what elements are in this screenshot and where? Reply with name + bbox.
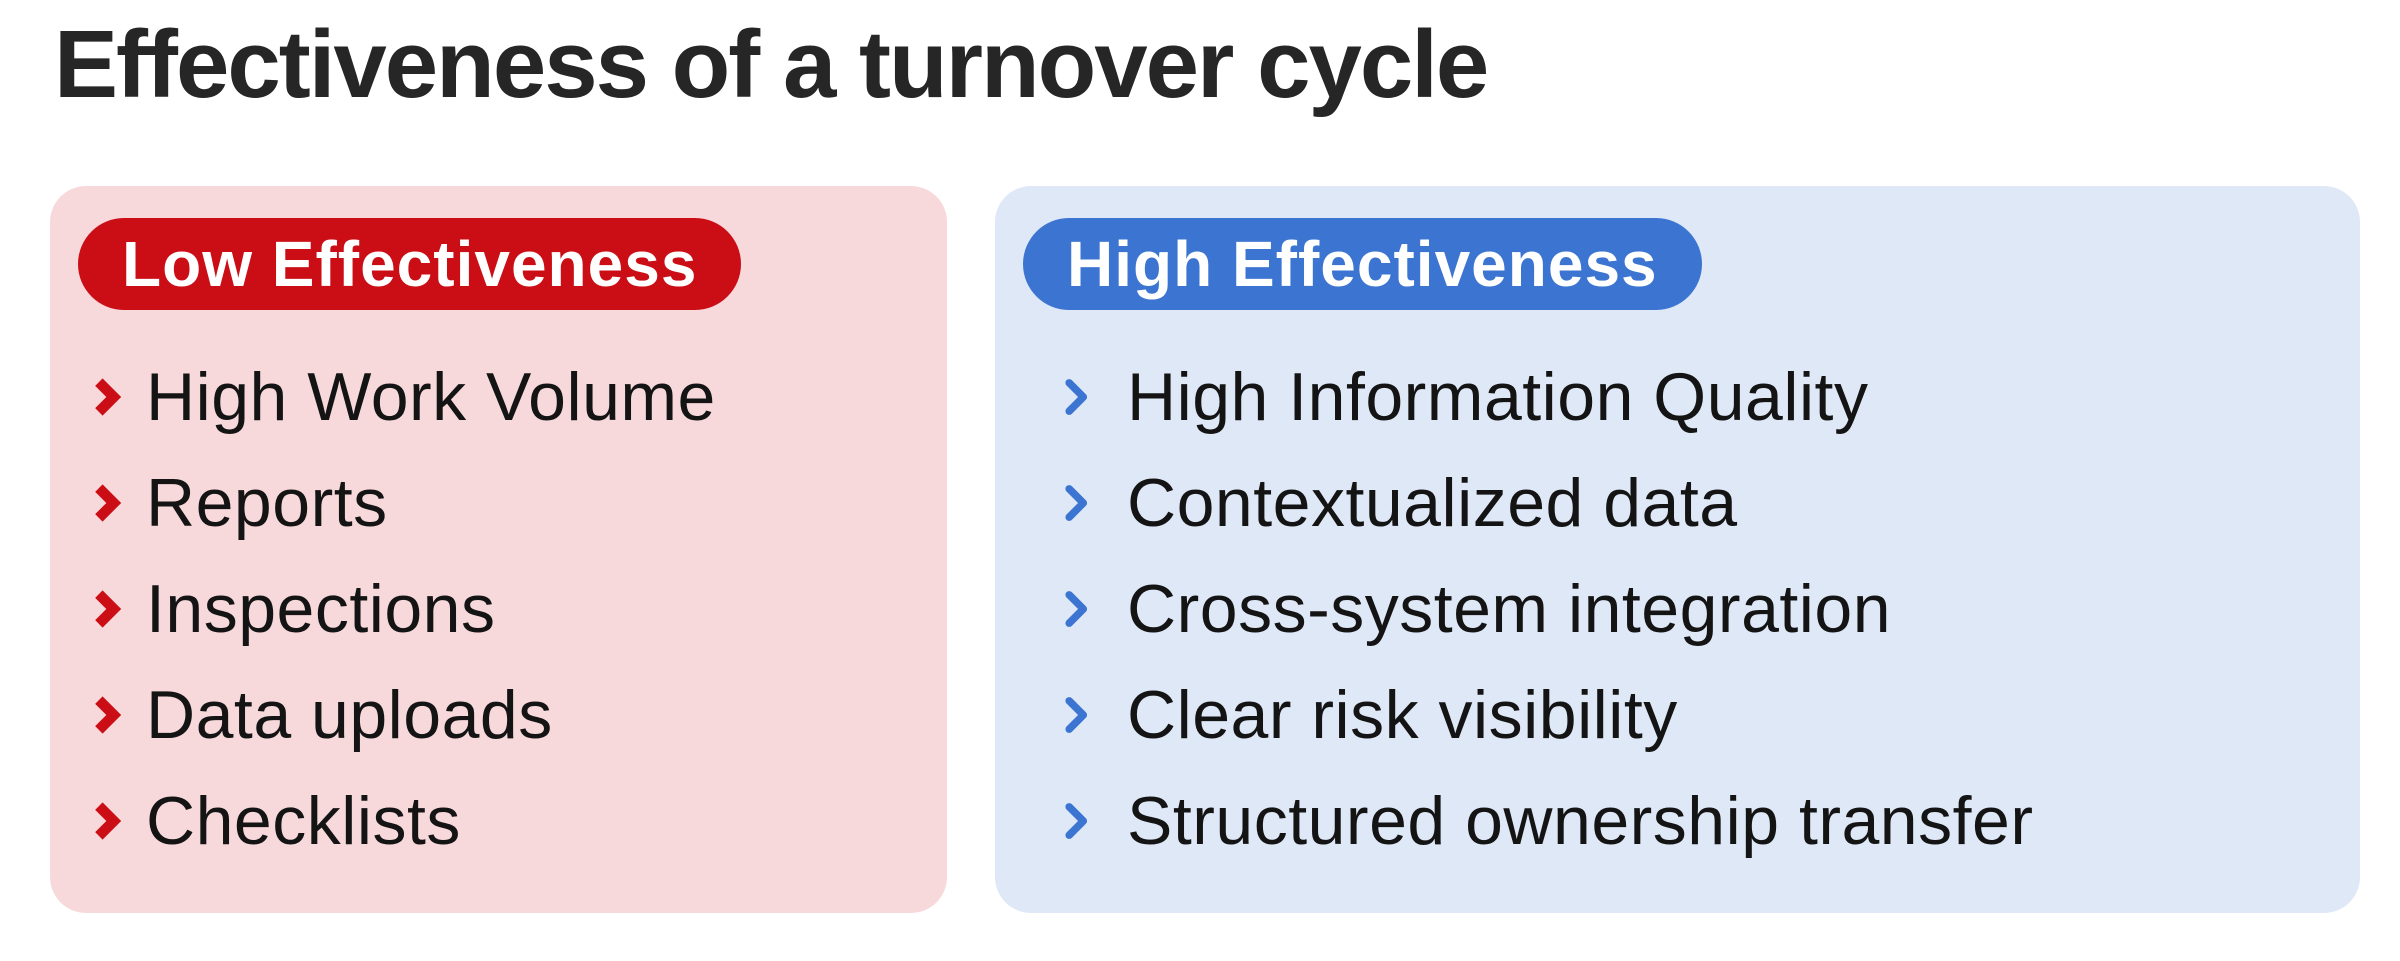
chevron-right-icon [84,477,126,529]
list-item: High Work Volume [84,344,947,450]
high-effectiveness-badge: High Effectiveness [1023,218,1702,310]
list-item-label: Cross-system integration [1127,571,1892,647]
list-item: Structured ownership transfer [1055,768,2360,874]
list-item-label: Reports [146,465,388,541]
chevron-right-icon [84,371,126,423]
low-effectiveness-panel: Low Effectiveness High Work Volume Repor… [50,186,947,913]
list-item-label: Inspections [146,571,496,647]
list-item: Contextualized data [1055,450,2360,556]
list-item: Data uploads [84,662,947,768]
list-item: High Information Quality [1055,344,2360,450]
list-item-label: Clear risk visibility [1127,677,1678,753]
chevron-right-icon [84,689,126,741]
list-item-label: Data uploads [146,677,553,753]
chevron-right-icon [1055,689,1095,741]
list-item-label: Contextualized data [1127,465,1738,541]
low-effectiveness-badge: Low Effectiveness [78,218,742,310]
list-item: Cross-system integration [1055,556,2360,662]
chevron-right-icon [84,583,126,635]
low-effectiveness-list: High Work Volume Reports Inspections Dat… [50,344,947,874]
list-item-label: High Work Volume [146,359,716,435]
list-item: Checklists [84,768,947,874]
chevron-right-icon [84,795,126,847]
chevron-right-icon [1055,583,1095,635]
chevron-right-icon [1055,477,1095,529]
page-title: Effectiveness of a turnover cycle [54,11,1489,118]
high-effectiveness-list: High Information Quality Contextualized … [995,344,2360,874]
list-item: Inspections [84,556,947,662]
chevron-right-icon [1055,371,1095,423]
list-item-label: Structured ownership transfer [1127,783,2034,859]
list-item: Reports [84,450,947,556]
list-item-label: High Information Quality [1127,359,1869,435]
high-effectiveness-panel: High Effectiveness High Information Qual… [995,186,2360,913]
list-item: Clear risk visibility [1055,662,2360,768]
list-item-label: Checklists [146,783,461,859]
chevron-right-icon [1055,795,1095,847]
